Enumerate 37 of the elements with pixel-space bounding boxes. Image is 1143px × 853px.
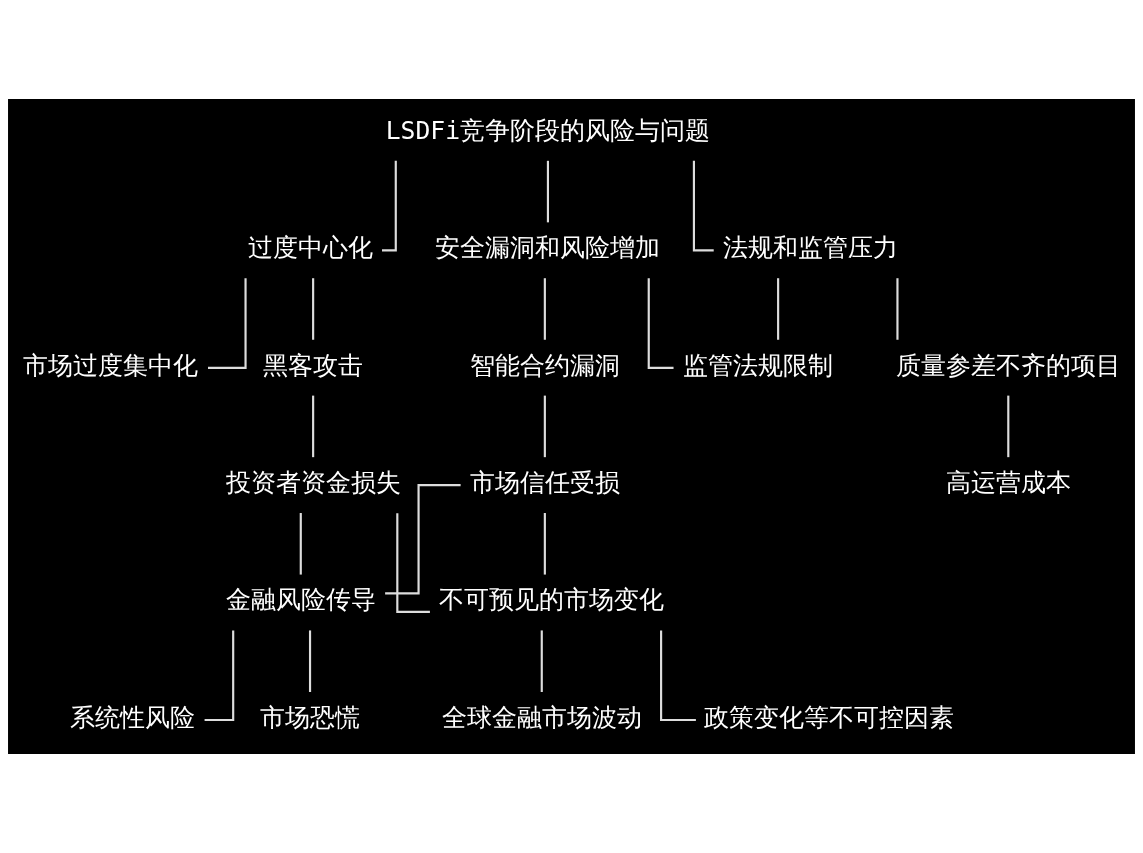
- connector: [540, 630, 543, 692]
- node-text: 监管法规限制: [683, 350, 834, 380]
- connector: [660, 630, 696, 722]
- connector: [208, 278, 247, 369]
- node-text: 投资者资金损失: [225, 468, 401, 498]
- node-text: 市场信任受损: [469, 468, 620, 498]
- node-text: 黑客攻击: [263, 350, 364, 380]
- connector: [385, 484, 461, 595]
- connector: [546, 160, 550, 223]
- node-text: 系统性风险: [69, 702, 195, 732]
- connector: [543, 395, 546, 458]
- node-text: 不可预见的市场变化: [438, 585, 664, 615]
- node-text: 过度中心化: [247, 233, 373, 263]
- connector: [308, 630, 312, 692]
- connector: [543, 513, 546, 575]
- connector: [312, 278, 315, 340]
- connector: [204, 630, 235, 722]
- connector: [692, 160, 714, 252]
- node-text: 市场过度集中化: [23, 350, 199, 380]
- node-text: 质量参差不齐的项目: [895, 350, 1121, 380]
- connector: [543, 278, 546, 340]
- node-text: 安全漏洞和风险增加: [435, 233, 661, 263]
- connector: [777, 278, 780, 340]
- node-text: 政策变化等不可控因素: [704, 702, 955, 732]
- node-text: LSDFi竞争阶段的风险与问题: [385, 115, 711, 145]
- connector: [299, 513, 302, 575]
- connector: [312, 395, 315, 458]
- connector: [647, 278, 674, 369]
- node-text: 智能合约漏洞: [469, 350, 620, 380]
- node-text: 金融风险传导: [225, 585, 376, 615]
- connector: [396, 513, 430, 613]
- connector: [896, 278, 899, 340]
- node-text: 市场恐慌: [260, 702, 361, 732]
- node-text: 法规和监管压力: [723, 233, 899, 263]
- node-text: 全球金融市场波动: [441, 702, 642, 732]
- node-text: 高运营成本: [945, 468, 1071, 498]
- connector: [1007, 395, 1010, 458]
